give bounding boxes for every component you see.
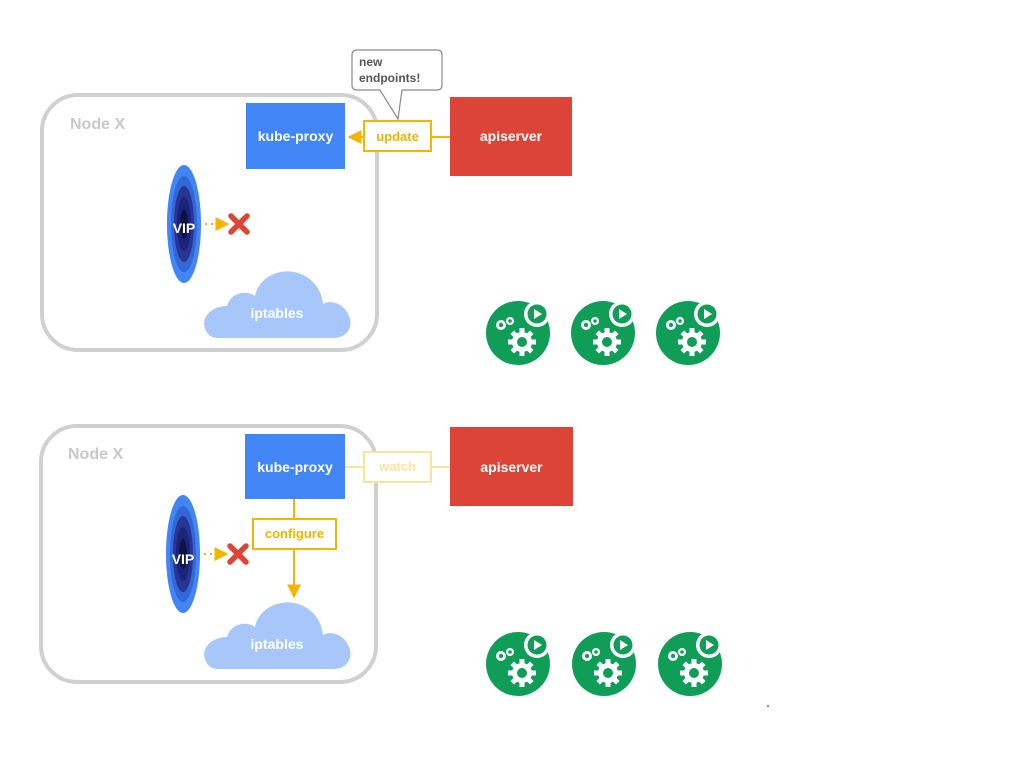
panel-2: Node X kube-proxy apiserver watch config…: [39, 424, 722, 696]
node-label: Node X: [68, 446, 123, 463]
configure-label: configure: [265, 526, 324, 541]
kube-proxy-label: kube-proxy: [257, 459, 333, 475]
node-box: [39, 424, 378, 684]
pod-icon: [658, 632, 722, 696]
apiserver-box: [450, 97, 572, 176]
iptables-label: iptables: [251, 305, 304, 321]
blocked-x-icon: [231, 216, 247, 232]
node-box: [40, 93, 379, 352]
pod-icon: [571, 301, 635, 365]
iptables-label: iptables: [251, 636, 304, 652]
pod-icon: [572, 632, 636, 696]
callout-line-2: endpoints!: [359, 71, 420, 85]
pod-icon: [656, 301, 720, 365]
update-label: update: [376, 129, 419, 144]
pod-icon: [486, 632, 550, 696]
watch-label-box: [363, 451, 432, 483]
blocked-x-icon: [230, 546, 246, 562]
configure-label-box: [252, 518, 337, 550]
update-label-box: [363, 120, 432, 152]
callout-bubble: [351, 49, 443, 121]
kube-proxy-label: kube-proxy: [258, 128, 334, 144]
vip-label: VIP: [173, 220, 196, 236]
node-label: Node X: [70, 116, 125, 133]
vip-label: VIP: [172, 551, 195, 567]
pod-icon: [486, 301, 550, 365]
kube-proxy-box: [246, 103, 345, 169]
kube-proxy-box: [245, 434, 345, 499]
panel-1: Node X kube-proxy apiserver update new e…: [40, 49, 720, 365]
apiserver-label: apiserver: [480, 459, 543, 475]
apiserver-label: apiserver: [480, 128, 543, 144]
watch-label: watch: [378, 459, 416, 474]
apiserver-box: [450, 427, 573, 506]
callout-line-1: new: [359, 55, 383, 69]
stray-dot: [767, 705, 769, 707]
